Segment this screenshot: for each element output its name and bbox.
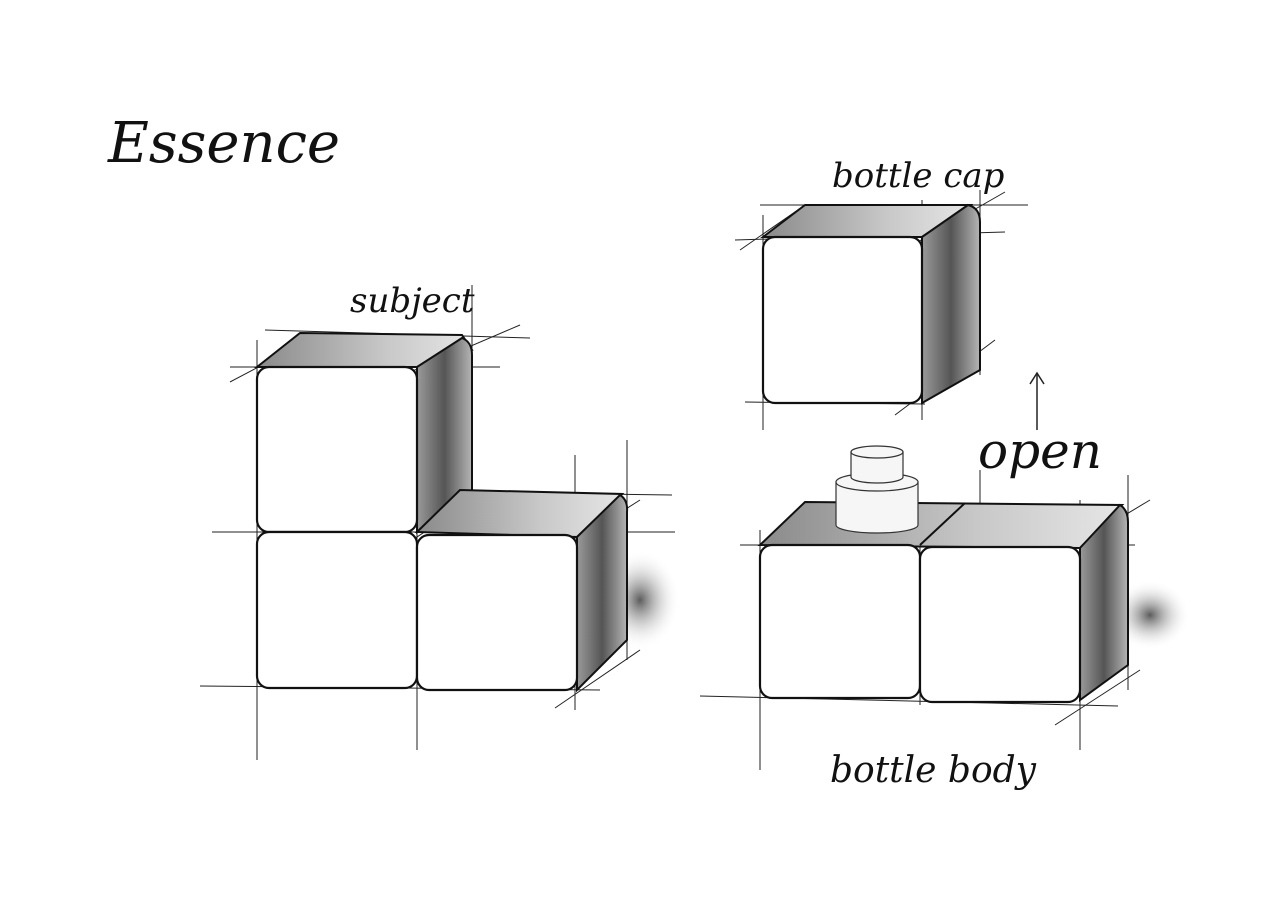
- bottle-body-cubes: bottle body: [699, 445, 1190, 791]
- label-bottle-body: bottle body: [830, 750, 1037, 791]
- label-subject: subject: [350, 281, 475, 321]
- open-arrow: open: [978, 371, 1102, 480]
- label-bottle-cap: bottle cap: [832, 156, 1004, 196]
- arrow-up-icon: [1029, 371, 1045, 385]
- title: Essence: [107, 111, 340, 176]
- bottle-cap-cube: bottle cap: [734, 156, 1028, 430]
- label-open: open: [978, 422, 1102, 480]
- shadow: [1110, 580, 1190, 650]
- bottle-neck: [835, 445, 919, 534]
- subject-cubes: subject: [199, 281, 680, 760]
